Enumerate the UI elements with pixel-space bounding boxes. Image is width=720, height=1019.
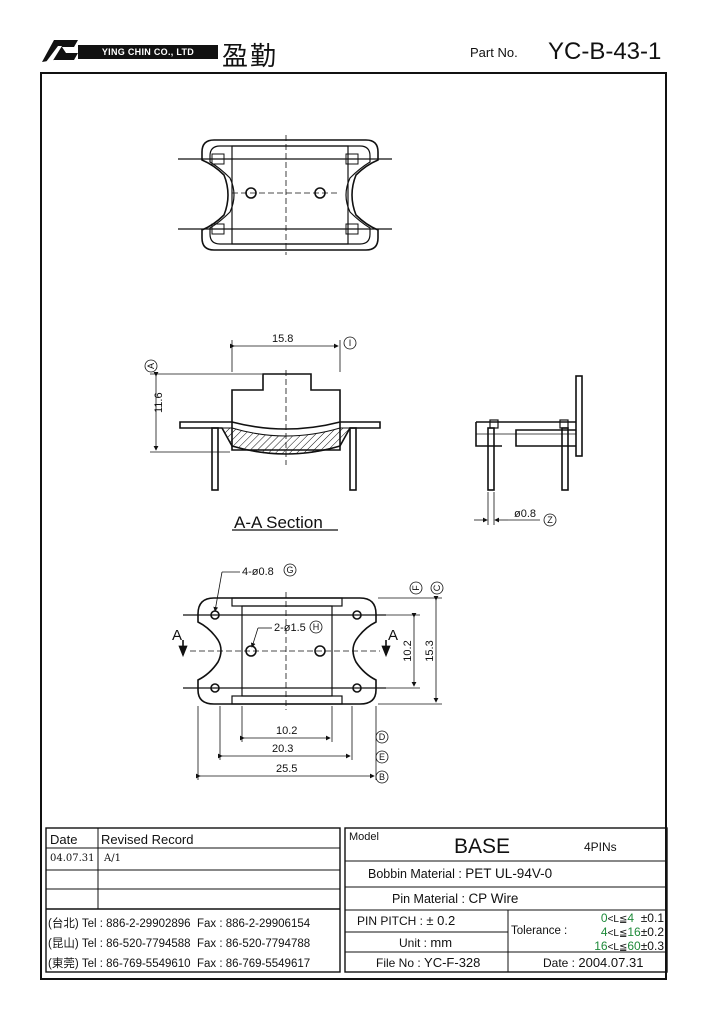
model-value: BASE xyxy=(454,835,511,858)
pin-pitch-value: ± 0.2 xyxy=(426,913,456,928)
pin-pitch-label: PIN PITCH : xyxy=(357,914,424,928)
contact-tel: Tel : 86-769-5549610 xyxy=(81,958,191,970)
bobbin-material-row: Bobbin Material : PET UL-94V-0 xyxy=(368,866,552,881)
svg-text:A: A xyxy=(146,363,156,369)
contact-row: (東莞) Tel : 86-769-5549610 Fax : 86-769-5… xyxy=(48,955,310,971)
callout-z: Z xyxy=(543,513,557,527)
date-value: 2004.07.31 xyxy=(578,955,644,970)
unit-row: Unit : mm xyxy=(399,935,452,950)
file-no-value: YC-F-328 xyxy=(424,955,481,970)
part-no-label: Part No. xyxy=(470,45,518,60)
svg-text:G: G xyxy=(286,565,293,575)
contact-tel: Tel : 886-2-29902896 xyxy=(81,918,191,930)
callout-h: H xyxy=(309,620,323,634)
revision-row-date: 04.07.31 xyxy=(50,853,95,864)
section-view xyxy=(179,370,381,491)
dim-body-width: 20.3 xyxy=(272,743,293,755)
dim-overall-width: 25.5 xyxy=(276,763,297,775)
tolerance-table: 0<L≦4 ±0.1 4<L≦16±0.2 16<L≦60±0.3 xyxy=(582,912,664,954)
dim-holes-4: 4-ø0.8 xyxy=(242,566,274,578)
contact-region: (台北) xyxy=(48,918,79,930)
part-number: YC-B-43-1 xyxy=(548,38,662,65)
svg-text:D: D xyxy=(379,732,386,742)
section-marker-right: A xyxy=(388,627,398,644)
contact-region: (東莞) xyxy=(48,958,79,970)
bottom-labels: 4-ø0.8 2-ø1.5 10.2 20.3 25.5 10.2 15.3 A… xyxy=(172,566,436,775)
model-label: Model xyxy=(349,831,379,843)
callout-g: G xyxy=(283,563,297,577)
contact-region: (昆山) xyxy=(48,938,79,950)
top-view xyxy=(178,135,392,255)
svg-text:H: H xyxy=(313,622,320,632)
bobbin-material-value: PET UL-94V-0 xyxy=(465,866,553,881)
callout-e: E xyxy=(375,750,389,764)
dim-inner-width: 10.2 xyxy=(276,725,297,737)
company-logo: YING CHIN CO., LTD xyxy=(40,38,218,64)
revision-date-header: Date xyxy=(50,832,78,847)
callout-f: F xyxy=(409,581,423,595)
file-no-row: File No : YC-F-328 xyxy=(376,955,480,970)
company-name-cn: 盈勤 xyxy=(222,42,279,72)
section-marker-left: A xyxy=(172,627,182,644)
tolerance-row: 0<L≦4 ±0.1 xyxy=(600,911,664,925)
bottom-dimensions xyxy=(182,571,442,780)
bottom-view xyxy=(183,592,386,710)
callout-c: C xyxy=(430,581,444,595)
callout-b: B xyxy=(375,770,389,784)
section-labels: 15.8 11.6 A-A Section xyxy=(153,333,323,532)
pin-count: 4PINs xyxy=(584,840,617,854)
unit-label: Unit : xyxy=(399,936,428,950)
company-name-en: YING CHIN CO., LTD xyxy=(78,45,218,59)
svg-text:I: I xyxy=(349,338,352,348)
section-view-title: A-A Section xyxy=(234,513,323,532)
dim-width-top: 15.8 xyxy=(272,333,293,345)
title-block-grid xyxy=(45,827,668,973)
contact-fax: Fax : 886-2-29906154 xyxy=(196,918,311,930)
section-dimensions xyxy=(150,340,341,531)
svg-text:C: C xyxy=(432,584,442,591)
pin-material-row: Pin Material : CP Wire xyxy=(392,891,518,906)
file-no-label: File No : xyxy=(376,956,421,970)
revision-record-header: Revised Record xyxy=(101,832,194,847)
dim-height-side: 11.6 xyxy=(153,392,165,413)
date-row: Date : 2004.07.31 xyxy=(543,955,643,970)
bobbin-material-label: Bobbin Material : xyxy=(368,867,462,881)
logo-mark-icon xyxy=(42,40,78,62)
side-view xyxy=(475,375,583,491)
dim-holes-2: 2-ø1.5 xyxy=(274,622,306,634)
callout-a: A xyxy=(144,359,158,373)
dim-inner-height: 10.2 xyxy=(402,640,414,661)
revision-row-record: A/1 xyxy=(104,853,121,864)
contact-fax: Fax : 86-769-5549617 xyxy=(196,958,311,970)
side-dimensions xyxy=(474,492,540,525)
drawing-frame xyxy=(40,72,667,980)
svg-text:E: E xyxy=(379,752,385,762)
unit-value: mm xyxy=(430,935,453,950)
pin-material-value: CP Wire xyxy=(468,891,519,906)
date-label: Date : xyxy=(543,956,576,970)
svg-text:B: B xyxy=(379,772,385,782)
svg-text:Z: Z xyxy=(547,515,553,525)
tolerance-row: 16<L≦60±0.3 xyxy=(594,939,664,953)
contact-row: (台北) Tel : 886-2-29902896 Fax : 886-2-29… xyxy=(48,915,310,931)
callout-d: D xyxy=(375,730,389,744)
contact-fax: Fax : 86-520-7794788 xyxy=(196,938,311,950)
callout-i: I xyxy=(343,336,357,350)
pin-material-label: Pin Material : xyxy=(392,892,465,906)
tolerance-row: 4<L≦16±0.2 xyxy=(600,925,664,939)
contact-row: (昆山) Tel : 86-520-7794588 Fax : 86-520-7… xyxy=(48,935,310,951)
pin-pitch-row: PIN PITCH : ± 0.2 xyxy=(357,913,455,928)
tolerance-label: Tolerance : xyxy=(511,925,568,937)
dim-overall-height: 15.3 xyxy=(424,640,436,661)
svg-text:F: F xyxy=(411,585,421,591)
callouts: I A Z G H F C D E B xyxy=(144,336,557,784)
dim-pin-diameter: ø0.8 xyxy=(514,508,536,520)
contact-tel: Tel : 86-520-7794588 xyxy=(81,938,191,950)
